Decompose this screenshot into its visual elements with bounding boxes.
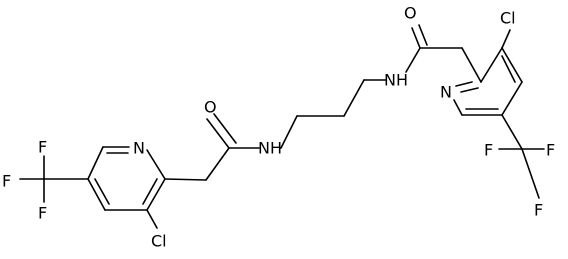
atom-labels: O NH N Cl F F F O NH N Cl F F F: [2, 4, 555, 251]
bond-ring-right-c6-n1: [453, 99, 463, 116]
atom-nh-left: NH: [258, 139, 282, 158]
atom-f-left-bot: F: [38, 204, 47, 223]
atom-f-right-c: F: [534, 201, 543, 220]
bond-chain-1: [280, 115, 298, 149]
atom-cl-left: Cl: [151, 232, 167, 251]
atom-f-left-top: F: [38, 138, 47, 157]
bonds: [19, 24, 545, 229]
bond-c3-cl-left: [146, 209, 158, 229]
bond-cf3-f-right-c: [521, 148, 540, 199]
bond-chain-3: [343, 79, 365, 117]
bond-c-o-right-1: [411, 27, 421, 49]
bond-ring-right-c2-c3: [480, 47, 503, 83]
atom-o-right: O: [404, 4, 417, 23]
bond-c-o-right-2: [418, 24, 428, 46]
bond-ring-left-c5-c4-inner: [94, 178, 110, 205]
bond-c5-cf3-right: [501, 114, 523, 150]
bond-ring-right-n1-c2-inner: [460, 87, 479, 93]
atom-cl-right: Cl: [500, 9, 516, 28]
bond-ring-left-c3-c2-inner: [142, 178, 158, 205]
bond-nh-c-right: [405, 47, 421, 73]
atom-n-ring-left: N: [133, 139, 145, 158]
bond-ring-left-c2-n1: [146, 149, 166, 180]
atom-n-ring-right: N: [440, 83, 452, 102]
bond-ch2-ring-right: [461, 47, 482, 83]
atom-f-right-b: F: [546, 141, 555, 160]
bond-ring-right-n1-c2: [455, 81, 473, 87]
bond-ring-right-c4-c5: [501, 81, 523, 116]
bond-c-o-left-2: [213, 113, 237, 144]
bond-ring-left-c6-c5: [87, 146, 104, 180]
atom-f-right-a: F: [484, 141, 493, 160]
bond-ring-right-c3-c4-inner: [501, 55, 516, 83]
atom-f-left-mid: F: [2, 172, 11, 191]
atom-o-left: O: [204, 98, 217, 117]
bond-ring-left-c3-c2: [146, 178, 166, 211]
atom-nh-right: NH: [384, 71, 408, 90]
bond-c3-cl-right: [501, 29, 511, 49]
bond-ring-left-c5-c4: [87, 178, 106, 211]
bond-c-o-left-1: [206, 118, 230, 149]
bond-ch2-ring-left: [164, 178, 207, 181]
bond-ring-right-c3-c4: [501, 47, 523, 83]
bond-c-ch2-left: [205, 147, 230, 181]
